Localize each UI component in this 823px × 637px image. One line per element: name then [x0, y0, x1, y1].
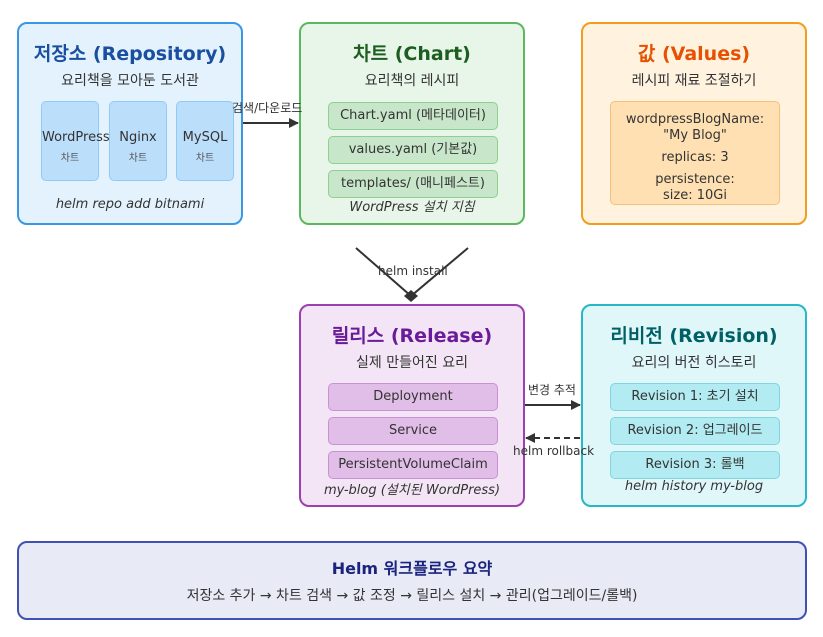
- revision-subtitle: 요리의 버전 히스토리: [631, 355, 757, 371]
- repository-command: helm repo add bitnami: [55, 197, 205, 212]
- chart-file-values-yaml[interactable]: values.yaml (기본값): [328, 136, 498, 164]
- chart-card-type: 차트: [128, 153, 148, 164]
- arrow-label-track-changes: 변경 추적: [528, 383, 576, 397]
- summary-panel: Helm 워크플로우 요약 저장소 추가 → 차트 검색 → 값 조정 → 릴리…: [17, 541, 807, 620]
- summary-text: 저장소 추가 → 차트 검색 → 값 조정 → 릴리스 설치 → 관리(업그레이…: [186, 588, 638, 604]
- release-resource-pvc[interactable]: PersistentVolumeClaim: [328, 451, 498, 479]
- values-line: "My Blog": [663, 128, 727, 143]
- values-line: replicas: 3: [661, 150, 729, 165]
- release-resource-deployment[interactable]: Deployment: [328, 383, 498, 411]
- values-line: size: 10Gi: [663, 188, 727, 203]
- values-code-box: wordpressBlogName: "My Blog" replicas: 3…: [610, 101, 780, 205]
- repository-panel: 저장소 (Repository) 요리책을 모아둔 도서관 WordPress …: [17, 22, 243, 225]
- chart-title: 차트 (Chart): [353, 43, 471, 65]
- values-panel: 값 (Values) 레시피 재료 조절하기 wordpressBlogName…: [581, 22, 807, 225]
- values-line: wordpressBlogName:: [625, 112, 765, 127]
- repository-subtitle: 요리책을 모아둔 도서관: [61, 73, 199, 89]
- release-subtitle: 실제 만들어진 요리: [356, 355, 468, 371]
- chart-panel: 차트 (Chart) 요리책의 레시피 Chart.yaml (메타데이터) v…: [299, 22, 525, 225]
- chart-card-nginx[interactable]: Nginx 차트: [109, 101, 167, 181]
- revision-note: helm history my-blog: [624, 479, 764, 494]
- revision-item-1[interactable]: Revision 1: 초기 설치: [610, 383, 780, 411]
- values-line: persistence:: [655, 172, 735, 187]
- revision-item-2[interactable]: Revision 2: 업그레이드: [610, 417, 780, 445]
- release-panel: 릴리스 (Release) 실제 만들어진 요리 Deployment Serv…: [299, 304, 525, 507]
- chart-note: WordPress 설치 지침: [349, 200, 475, 215]
- repository-title: 저장소 (Repository): [33, 43, 227, 65]
- revision-panel: 리비전 (Revision) 요리의 버전 히스토리 Revision 1: 초…: [581, 304, 807, 507]
- chart-card-type: 차트: [60, 153, 80, 164]
- chart-card-mysql[interactable]: MySQL 차트: [176, 101, 234, 181]
- chart-card-type: 차트: [195, 153, 215, 164]
- chart-card-name: Nginx: [119, 130, 157, 145]
- chart-card-name: WordPress: [42, 130, 110, 145]
- chart-file-chart-yaml[interactable]: Chart.yaml (메타데이터): [328, 102, 498, 130]
- release-title: 릴리스 (Release): [331, 325, 493, 347]
- arrow-label-helm-install: helm install: [378, 264, 448, 278]
- arrow-merge-diamond-icon: [404, 290, 418, 302]
- values-subtitle: 레시피 재료 조절하기: [631, 73, 757, 89]
- chart-card-name: MySQL: [182, 130, 228, 145]
- release-resource-service[interactable]: Service: [328, 417, 498, 445]
- revision-item-3[interactable]: Revision 3: 롤백: [610, 451, 780, 479]
- release-note: my-blog (설치된 WordPress): [323, 483, 501, 498]
- arrow-label-search-download: 검색/다운로드: [232, 101, 303, 115]
- arrow-label-helm-rollback: helm rollback: [513, 444, 595, 458]
- revision-title: 리비전 (Revision): [610, 325, 778, 347]
- values-title: 값 (Values): [637, 43, 751, 65]
- chart-card-wordpress[interactable]: WordPress 차트: [41, 101, 110, 181]
- chart-subtitle: 요리책의 레시피: [364, 73, 460, 89]
- chart-file-templates[interactable]: templates/ (매니페스트): [328, 170, 498, 198]
- summary-title: Helm 워크플로우 요약: [331, 559, 493, 578]
